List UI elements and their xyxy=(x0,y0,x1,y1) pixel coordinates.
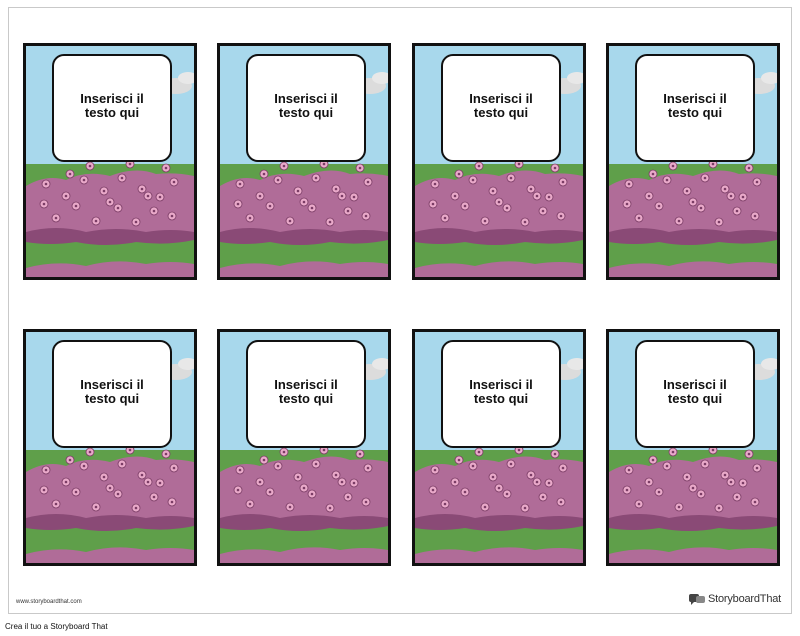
speech-bubble-icon xyxy=(689,594,705,605)
card-text: Inserisci il testo qui xyxy=(80,377,144,406)
footer-link[interactable]: Crea il tuo a Storyboard That xyxy=(5,622,108,631)
card-text: Inserisci il testo qui xyxy=(663,377,727,406)
flashcard: Inserisci il testo qui xyxy=(412,43,586,280)
card-text-box[interactable]: Inserisci il testo qui xyxy=(52,340,172,448)
card-text: Inserisci il testo qui xyxy=(663,91,727,120)
card-text-box[interactable]: Inserisci il testo qui xyxy=(246,54,366,162)
card-text: Inserisci il testo qui xyxy=(469,91,533,120)
flashcard: Inserisci il testo qui xyxy=(23,43,197,280)
card-text-box[interactable]: Inserisci il testo qui xyxy=(441,340,561,448)
watermark-url: www.storyboardthat.com xyxy=(16,599,82,605)
card-text-box[interactable]: Inserisci il testo qui xyxy=(635,54,755,162)
flashcard: Inserisci il testo qui xyxy=(412,329,586,566)
card-text: Inserisci il testo qui xyxy=(274,91,338,120)
storyboardthat-logo: StoryboardThat xyxy=(689,593,781,605)
card-text: Inserisci il testo qui xyxy=(469,377,533,406)
flashcard: Inserisci il testo qui xyxy=(217,329,391,566)
card-text-box[interactable]: Inserisci il testo qui xyxy=(52,54,172,162)
card-text: Inserisci il testo qui xyxy=(274,377,338,406)
card-text-box[interactable]: Inserisci il testo qui xyxy=(246,340,366,448)
flashcard: Inserisci il testo qui xyxy=(606,43,780,280)
brand-name: StoryboardThat xyxy=(708,593,782,605)
card-text: Inserisci il testo qui xyxy=(80,91,144,120)
card-text-box[interactable]: Inserisci il testo qui xyxy=(441,54,561,162)
meadow-illustration xyxy=(609,46,777,277)
flashcard: Inserisci il testo qui xyxy=(23,329,197,566)
flashcard: Inserisci il testo qui xyxy=(606,329,780,566)
card-text-box[interactable]: Inserisci il testo qui xyxy=(635,340,755,448)
flashcard: Inserisci il testo qui xyxy=(217,43,391,280)
